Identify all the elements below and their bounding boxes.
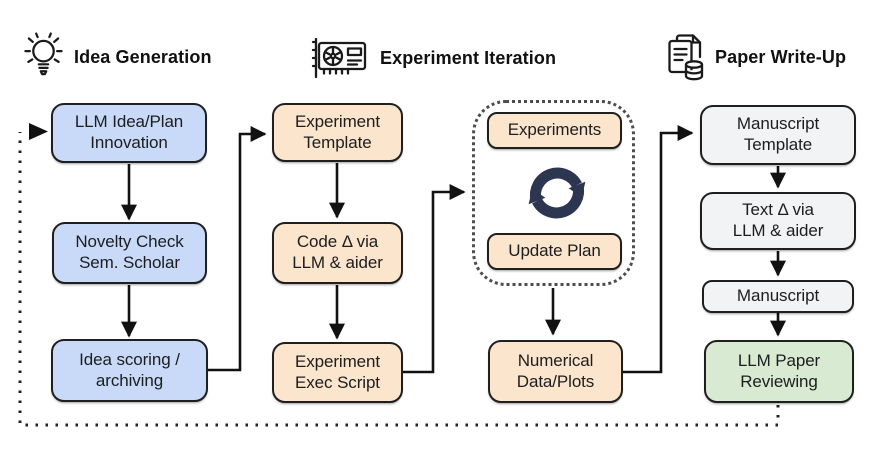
section-header-paper-write-up: Paper Write-Up — [666, 33, 846, 81]
section-title: Idea Generation — [74, 46, 212, 67]
node-experiments: Experiments — [487, 112, 622, 149]
node-label: Code Δ via LLM & aider — [292, 232, 383, 272]
connector-exec-to-loop — [403, 184, 466, 374]
node-label: Manuscript Template — [736, 114, 820, 154]
node-label: Update Plan — [508, 241, 601, 261]
connector-scoring-to-template — [208, 126, 267, 372]
lightbulb-icon — [24, 32, 63, 76]
gpu-icon — [311, 37, 367, 79]
paper-database-icon — [668, 34, 704, 81]
node-manuscript: Manuscript — [702, 280, 854, 313]
node-experiment-exec-script: Experiment Exec Script — [272, 342, 403, 403]
node-label: Novelty Check Sem. Scholar — [75, 232, 184, 272]
node-label: Experiment Exec Script — [295, 351, 380, 392]
node-label: Manuscript — [736, 286, 820, 306]
feedback-loop-arrowhead — [29, 123, 48, 140]
section-title: Paper Write-Up — [715, 46, 847, 67]
node-label: Experiments — [507, 120, 602, 140]
node-experiment-template: Experiment Template — [272, 103, 403, 162]
node-label: Idea scoring / archiving — [79, 349, 180, 390]
node-llm-paper-reviewing: LLM Paper Reviewing — [704, 340, 854, 403]
node-novelty-check: Novelty Check Sem. Scholar — [52, 222, 207, 284]
node-label: Text Δ via LLM & aider — [732, 200, 824, 240]
node-llm-idea-plan-innovation: LLM Idea/Plan Innovation — [51, 103, 207, 163]
section-header-idea-generation: Idea Generation — [24, 31, 212, 83]
section-header-experiment-iteration: Experiment Iteration — [311, 37, 556, 79]
experiment-loop-region — [472, 100, 635, 286]
node-manuscript-template: Manuscript Template — [700, 105, 856, 165]
node-numerical-data-plots: Numerical Data/Plots — [488, 340, 623, 403]
section-title: Experiment Iteration — [380, 47, 557, 68]
node-text-delta: Text Δ via LLM & aider — [700, 192, 856, 250]
node-code-delta: Code Δ via LLM & aider — [272, 222, 403, 284]
node-label: LLM Paper Reviewing — [737, 350, 821, 391]
node-update-plan: Update Plan — [487, 233, 622, 270]
node-label: Experiment Template — [295, 111, 380, 152]
node-idea-scoring: Idea scoring / archiving — [51, 339, 208, 402]
node-label: LLM Idea/Plan Innovation — [74, 112, 184, 152]
node-label: Numerical Data/Plots — [516, 350, 595, 391]
